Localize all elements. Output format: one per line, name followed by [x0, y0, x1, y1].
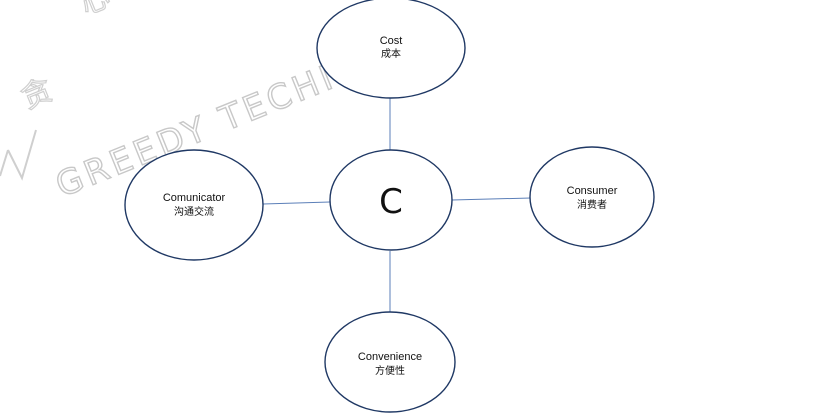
watermark-logo-icon [0, 129, 37, 181]
node-consumer-shape[interactable] [529, 146, 655, 248]
connector-left [262, 201, 331, 205]
node-convenience-label-cn: 方便性 [375, 364, 405, 377]
node-center-label: C [379, 182, 403, 222]
node-comunicator[interactable]: Comunicator 沟通交流 [124, 149, 264, 261]
node-consumer[interactable]: Consumer 消费者 [529, 146, 655, 248]
node-cost-label-en: Cost [380, 35, 403, 47]
connector-right [451, 197, 532, 201]
node-cost[interactable]: Cost 成本 [316, 0, 466, 99]
node-cost-label-cn: 成本 [381, 47, 401, 60]
node-consumer-label-en: Consumer [567, 185, 618, 197]
node-convenience[interactable]: Convenience 方便性 [324, 311, 456, 413]
node-comunicator-shape[interactable] [124, 149, 264, 261]
node-comunicator-label-cn: 沟通交流 [174, 205, 214, 218]
node-consumer-label-cn: 消费者 [577, 198, 607, 211]
node-convenience-label-en: Convenience [358, 351, 422, 363]
watermark-chinese-1: 贪 [17, 73, 58, 117]
node-center[interactable]: C [329, 149, 453, 251]
node-cost-shape[interactable] [316, 0, 466, 99]
watermark-chinese: 贪 心 [16, 0, 115, 117]
node-convenience-shape[interactable] [324, 311, 456, 413]
node-center-shape[interactable] [329, 149, 453, 251]
watermark-chinese-2: 心 [76, 0, 114, 21]
node-comunicator-label-en: Comunicator [163, 192, 226, 204]
